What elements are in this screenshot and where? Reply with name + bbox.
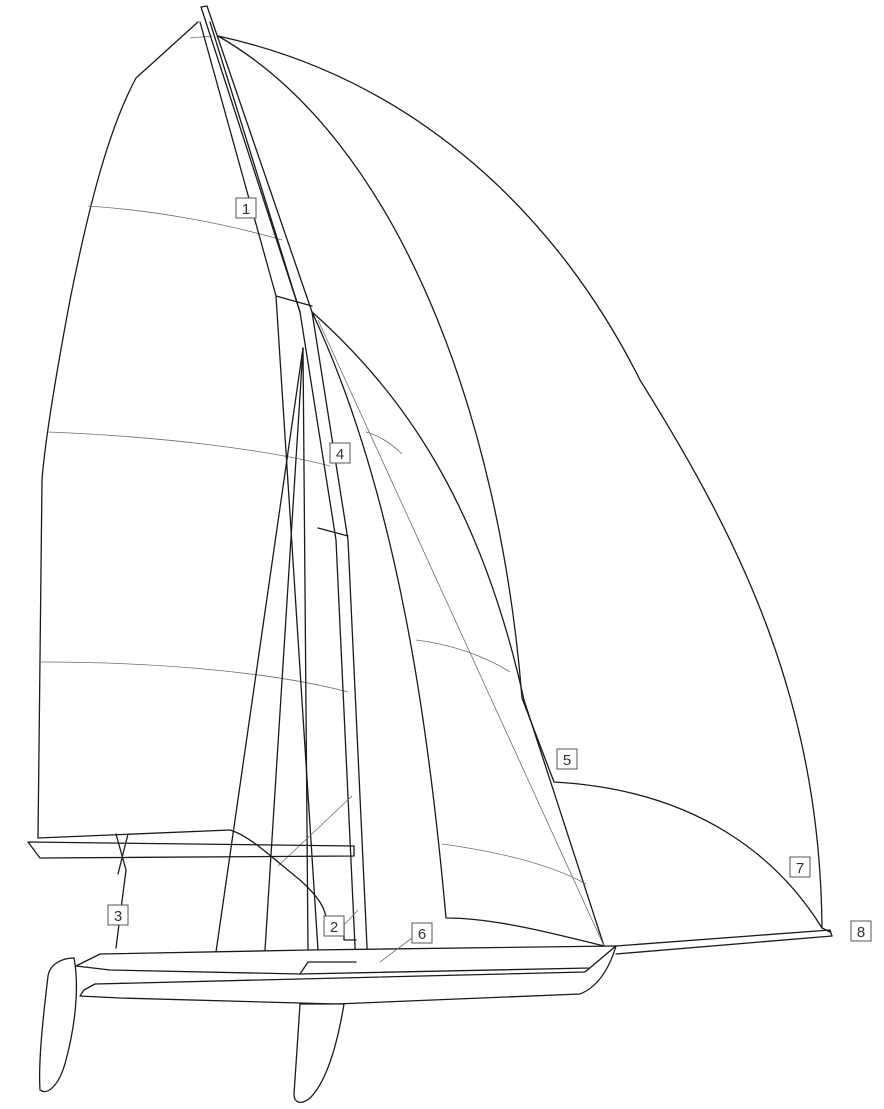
mainsail <box>37 21 231 839</box>
bowsprit <box>615 929 833 955</box>
svg-text:3: 3 <box>114 908 122 925</box>
rudder <box>38 957 78 1093</box>
mainsheet-front <box>115 833 127 949</box>
callout-8: 8 <box>850 920 872 942</box>
mainsail-batten-2 <box>47 431 331 467</box>
svg-text:8: 8 <box>857 924 865 941</box>
forestay <box>302 347 309 951</box>
daggerboard <box>293 1003 345 1104</box>
svg-text:4: 4 <box>336 446 344 463</box>
callout-4: 4 <box>329 442 351 464</box>
mast-rear <box>199 21 319 951</box>
jib-seam-1 <box>365 431 403 455</box>
shroud-left <box>215 347 304 953</box>
jib-seam-3 <box>441 843 587 885</box>
spreader-upper <box>275 295 313 307</box>
boom <box>27 841 355 859</box>
hull-upper <box>75 945 617 975</box>
callout-5: 5 <box>556 748 578 770</box>
boom-vang <box>229 829 327 921</box>
callout-leader-6 <box>379 937 413 963</box>
callout-3: 3 <box>107 904 129 926</box>
rigging-lower-diagonal <box>344 909 359 925</box>
callout-7: 7 <box>789 856 811 878</box>
jib-luff-line <box>317 319 605 947</box>
jib-sail <box>311 311 605 947</box>
jib-seam-2 <box>415 639 511 673</box>
callout-6: 6 <box>411 922 433 944</box>
rigging-diagonal <box>277 795 353 867</box>
mainsheet-rear <box>117 833 129 875</box>
callout-1: 1 <box>235 197 257 219</box>
svg-text:7: 7 <box>796 860 804 877</box>
svg-text:2: 2 <box>330 919 338 936</box>
mast-front <box>200 5 369 969</box>
spreader-lower <box>317 527 349 537</box>
svg-text:1: 1 <box>242 201 250 218</box>
hull-deck-line <box>299 961 357 975</box>
svg-text:5: 5 <box>563 752 571 769</box>
svg-text:6: 6 <box>418 926 426 943</box>
mainsail-batten-3 <box>39 661 349 693</box>
callout-2: 2 <box>323 915 345 937</box>
mainsail-top-seam <box>189 35 213 39</box>
shroud-right <box>264 347 304 951</box>
